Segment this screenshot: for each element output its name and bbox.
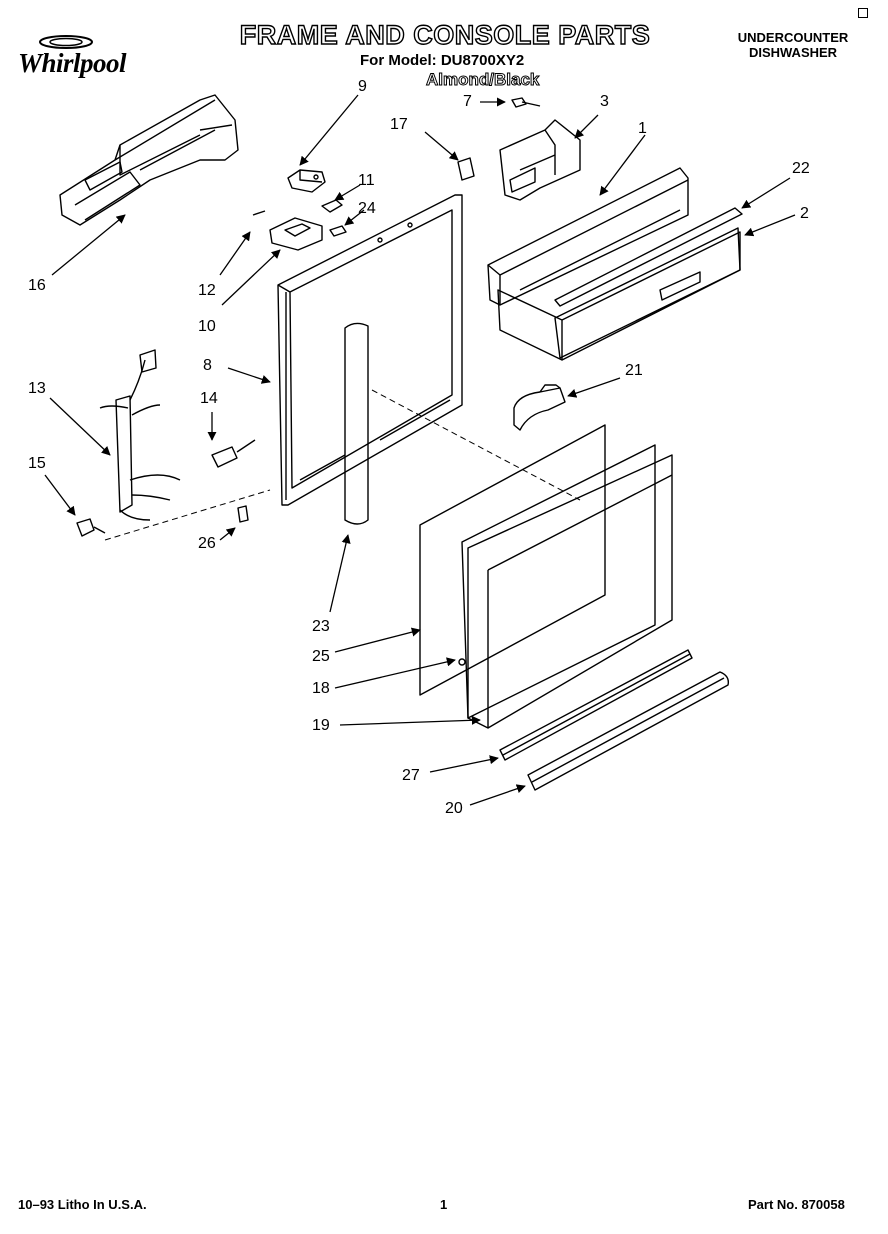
part-15-screw	[76, 518, 106, 537]
callout-21: 21	[625, 362, 643, 379]
callout-15: 15	[28, 455, 46, 472]
part-13-wire-harness	[99, 349, 181, 521]
part-18-inner-panel	[458, 444, 656, 719]
callout-24: 24	[358, 200, 376, 217]
callout-19: 19	[312, 717, 330, 734]
part-7-screw	[511, 97, 541, 108]
callout-2: 2	[800, 205, 809, 222]
callout-3: 3	[600, 93, 609, 110]
corner-mark	[858, 8, 868, 18]
logo-swirl-icon	[39, 35, 93, 49]
callout-23: 23	[312, 618, 330, 635]
callout-13: 13	[28, 380, 46, 397]
category-line-1: UNDERCOUNTER	[737, 30, 849, 45]
callout-27: 27	[402, 767, 420, 784]
part-23-insulation	[344, 322, 369, 525]
callout-26: 26	[198, 535, 216, 552]
category-line-2: DISHWASHER	[748, 45, 838, 60]
callout-12: 12	[198, 282, 216, 299]
part-1-console	[487, 167, 741, 361]
part-27-bottom-trim	[499, 649, 693, 761]
callout-25: 25	[312, 648, 330, 665]
part-19-outer-panel	[467, 454, 673, 729]
callout-1: 1	[638, 120, 647, 137]
callout-20: 20	[445, 800, 463, 817]
part-8-door-frame	[277, 194, 463, 506]
model-number: For Model: DU8700XY2	[360, 52, 525, 69]
part-26-clip	[237, 505, 249, 523]
alignment-lines	[104, 389, 581, 541]
footer-page-number: 1	[440, 1197, 448, 1212]
callout-14: 14	[200, 390, 218, 407]
part-20-bottom-trim	[527, 671, 730, 791]
part-21-hinge-clip	[513, 384, 566, 431]
part-25-insulation-panel	[419, 424, 606, 696]
callout-18: 18	[312, 680, 330, 697]
part-11-connector	[321, 199, 343, 213]
part-10-bracket	[269, 217, 323, 251]
callout-7: 7	[463, 93, 472, 110]
part-3-bracket	[499, 119, 581, 201]
product-category: UNDERCOUNTER DISHWASHER	[718, 30, 868, 60]
callout-10: 10	[198, 318, 216, 335]
page-title: FRAME AND CONSOLE PARTS	[239, 19, 651, 50]
part-12-pin	[252, 210, 266, 216]
callout-11: 11	[358, 172, 375, 189]
callout-leaders	[44, 94, 796, 806]
part-16-control-housing	[59, 94, 239, 226]
part-22-trim	[554, 207, 743, 307]
part-17-clip	[457, 157, 475, 181]
callout-22: 22	[792, 160, 810, 177]
callout-16: 16	[28, 277, 46, 294]
part-9-switch	[287, 169, 326, 193]
whirlpool-logo: Whirlpool	[18, 35, 127, 78]
part-2-panel	[554, 227, 741, 359]
footer-part-number: Part No. 870058	[748, 1197, 845, 1212]
footer-print-info: 10–93 Litho In U.S.A.	[18, 1197, 147, 1212]
logo-wordmark: Whirlpool	[18, 48, 127, 78]
part-14-plug	[211, 439, 256, 468]
callout-9: 9	[358, 78, 367, 95]
part-24-connector	[329, 225, 347, 237]
callout-8: 8	[203, 357, 212, 374]
color-variant: Almond/Black	[425, 70, 540, 90]
callout-17: 17	[390, 116, 408, 133]
